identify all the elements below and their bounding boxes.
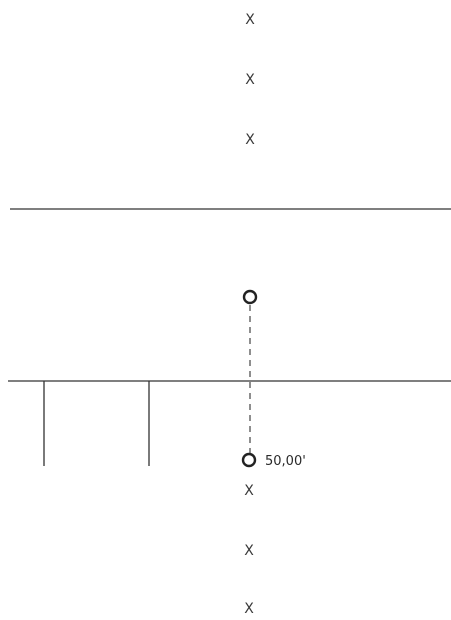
x-marker-top-1: X [245, 12, 255, 28]
x-marker-bottom-1: X [244, 483, 254, 499]
x-marker-bottom-2: X [244, 543, 254, 559]
x-marker-top-3: X [245, 132, 255, 148]
lower-point-circle [241, 452, 257, 468]
x-marker-top-2: X [245, 72, 255, 88]
dimension-label: 50,00' [265, 454, 306, 469]
upper-point-circle [242, 289, 258, 305]
x-marker-bottom-3: X [244, 601, 254, 617]
